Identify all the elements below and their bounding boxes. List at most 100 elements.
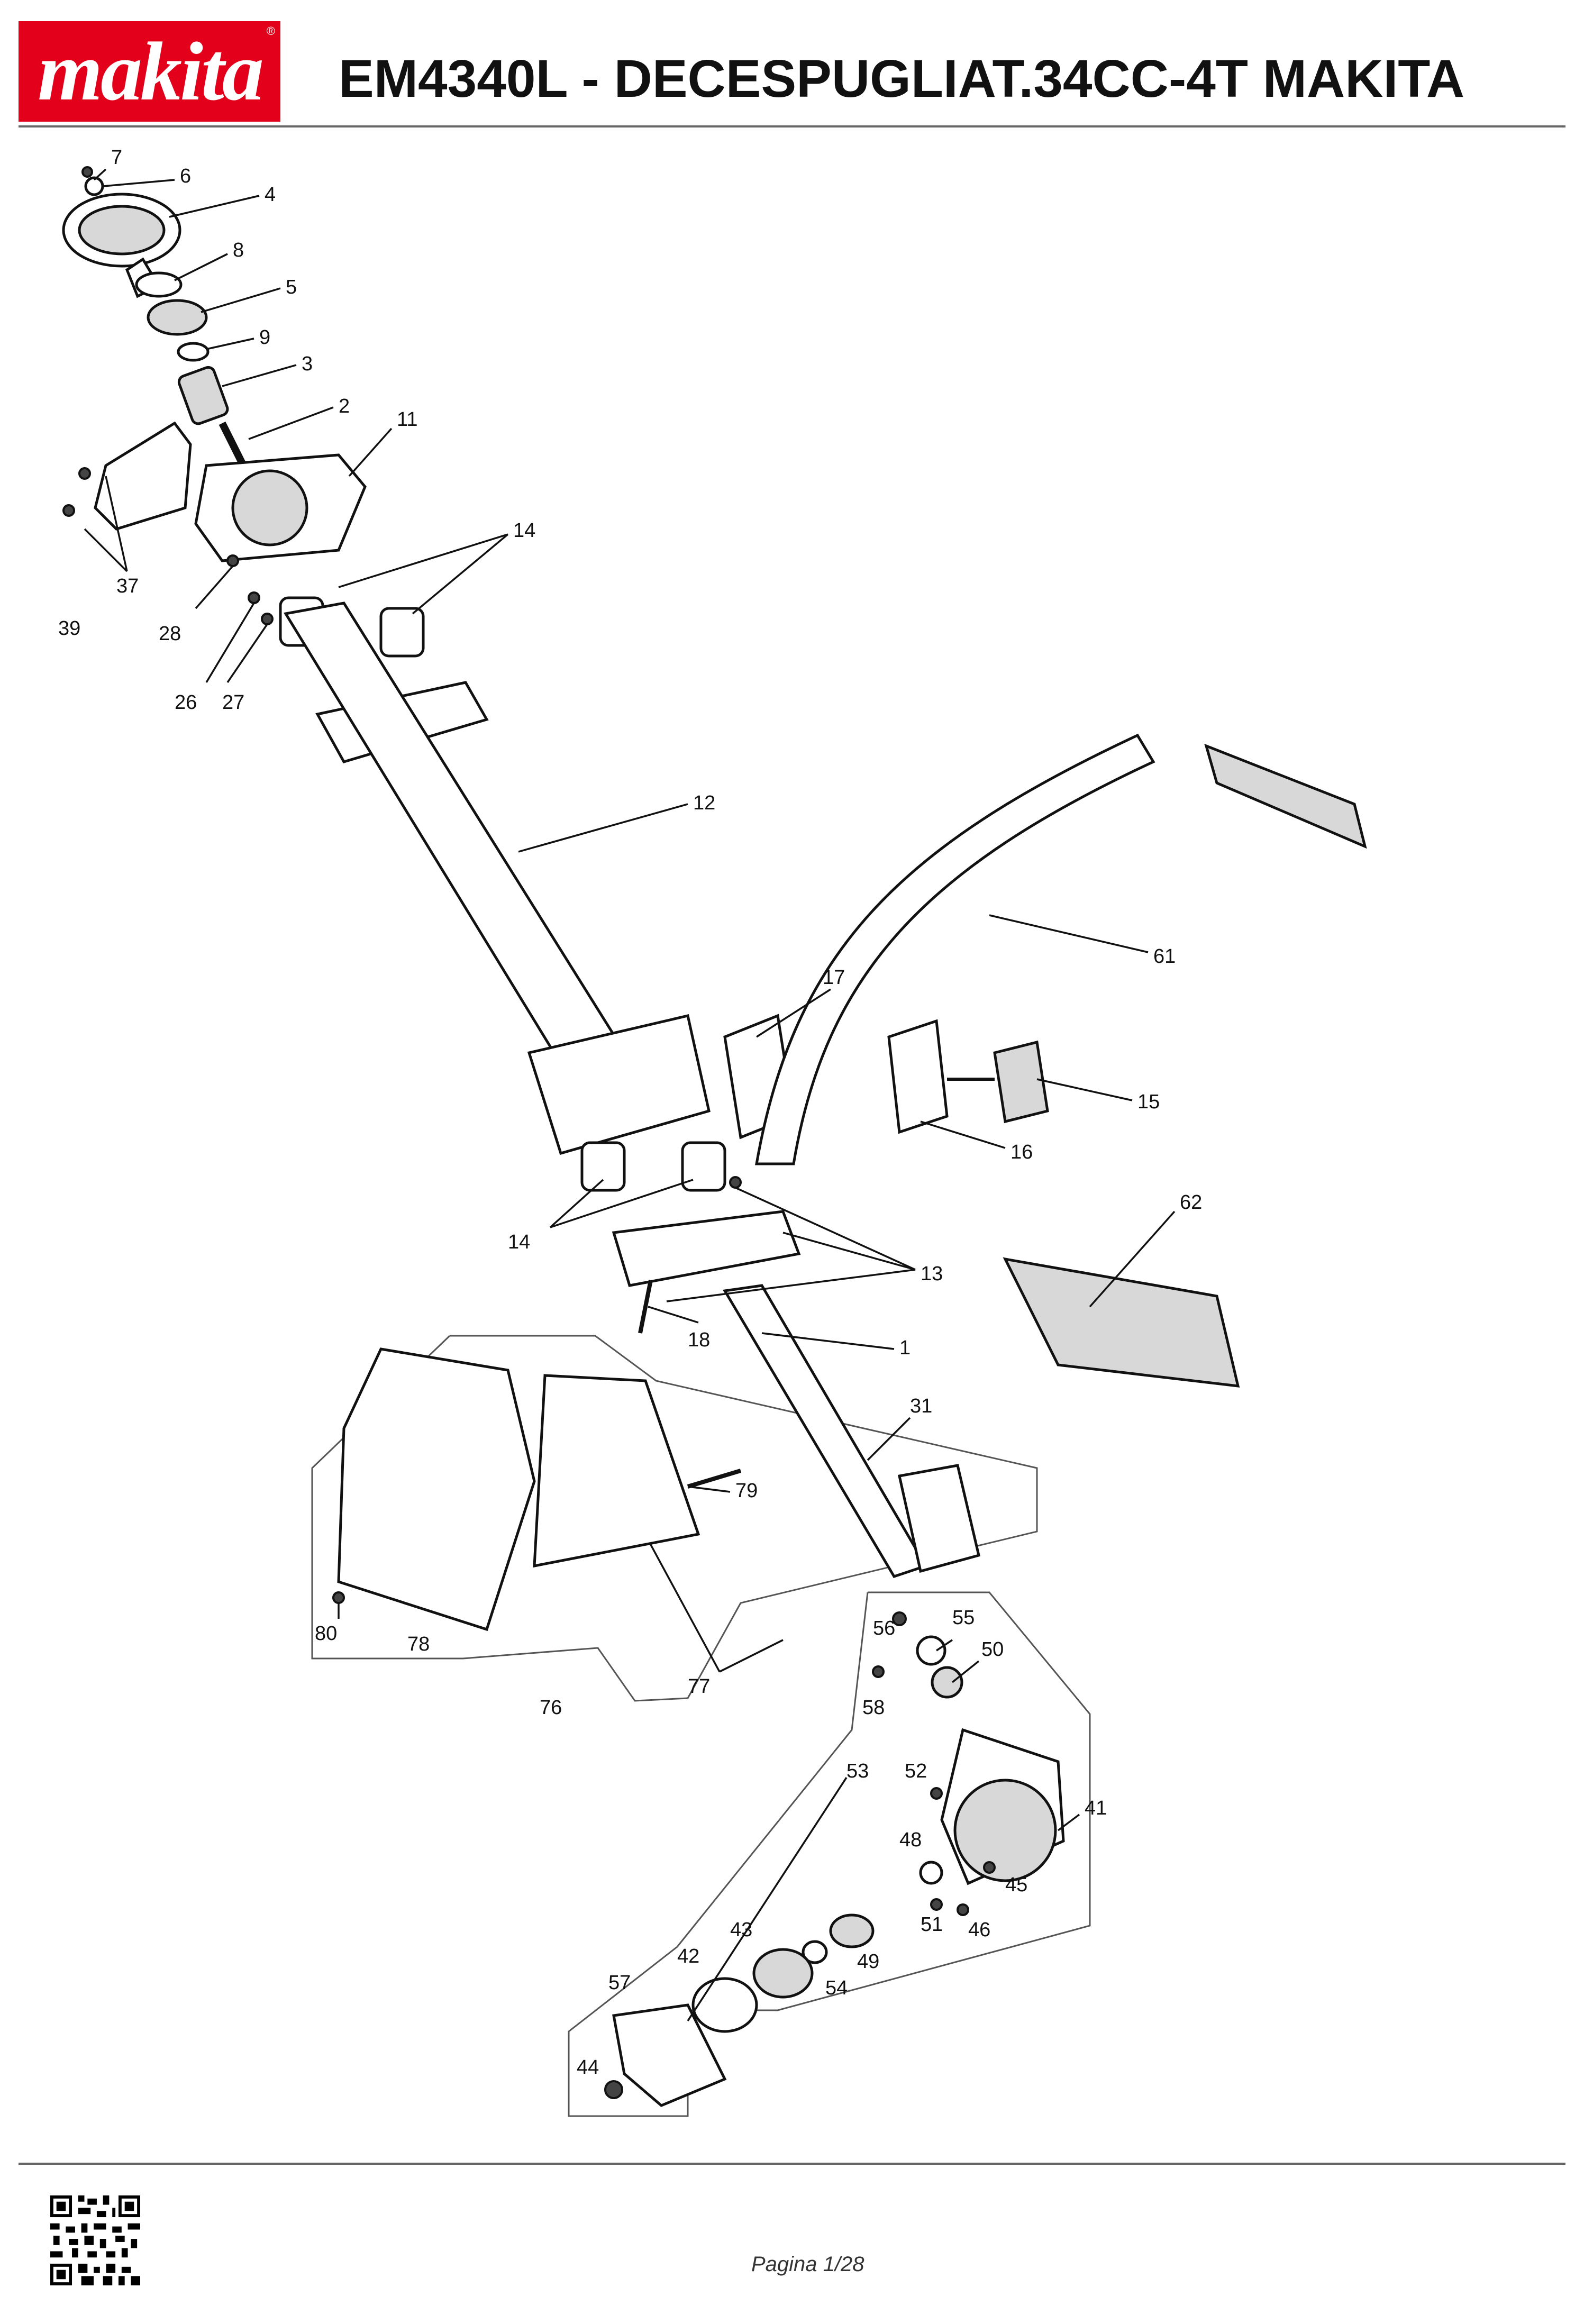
part-27-screw [261, 613, 274, 625]
part-50-bearing [931, 1666, 963, 1699]
group-outline-76-77 [311, 1335, 1038, 1702]
page-title: EM4340L - DECESPUGLIAT.34CC-4T MAKITA [339, 49, 1465, 108]
part-57-cover [612, 2003, 727, 2107]
exploded-parts-diagram: 7 6 4 8 5 9 3 2 11 14 37 39 28 26 27 12 … [58, 147, 1367, 2117]
part-11-hub [231, 469, 308, 546]
callout-55: 55 [952, 1607, 975, 1629]
callout-48: 48 [899, 1829, 922, 1851]
part-15-knob [993, 1040, 1049, 1124]
part-45-screw [983, 1861, 996, 1874]
leader-lines [84, 168, 1176, 2021]
part-49-bearing [829, 1913, 875, 1948]
callout-78: 78 [407, 1633, 430, 1655]
callout-43: 43 [730, 1919, 752, 1941]
part-62-throttle [1003, 1257, 1240, 1388]
qr-code-icon [50, 2195, 140, 2285]
part-13-nut [729, 1176, 742, 1189]
callout-42: 42 [677, 1945, 699, 1967]
makita-logo: makita ® [19, 21, 280, 122]
part-13-base-plate [612, 1210, 801, 1287]
registered-mark: ® [266, 24, 275, 38]
callout-labels: 7 6 4 8 5 9 3 2 11 14 37 39 28 26 27 12 … [58, 147, 1202, 2079]
part-39-screw-b [62, 504, 75, 517]
callout-27: 27 [222, 691, 244, 714]
callout-17: 17 [823, 967, 845, 989]
callout-37: 37 [116, 575, 139, 597]
callout-31: 31 [910, 1395, 932, 1417]
callout-14-top: 14 [513, 520, 535, 542]
part-80-nut [332, 1591, 345, 1604]
callout-77: 77 [688, 1675, 710, 1698]
part-16-clamp [887, 1019, 949, 1134]
part-14-damper-lower-a [580, 1141, 626, 1192]
part-48-washer [919, 1861, 943, 1885]
callout-3: 3 [302, 353, 313, 375]
part-41-flange [953, 1779, 1057, 1882]
callout-15: 15 [1137, 1091, 1160, 1113]
callout-8: 8 [233, 239, 244, 261]
part-78-guard [337, 1347, 536, 1632]
part-18-bolt [638, 1280, 653, 1334]
callout-26: 26 [175, 691, 197, 714]
callout-5: 5 [286, 276, 297, 298]
callout-54: 54 [825, 1977, 848, 1999]
callout-41: 41 [1085, 1797, 1107, 1819]
part-61-handlebar [755, 733, 1155, 1165]
callout-44: 44 [577, 2056, 599, 2079]
logo-wordmark: makita [38, 25, 264, 118]
part-12-bracket [527, 1014, 711, 1155]
callout-7: 7 [111, 147, 122, 169]
part-31-clamp [897, 1464, 980, 1573]
part-46-nut [957, 1903, 969, 1916]
callout-28: 28 [159, 623, 181, 645]
part-42-washer [691, 1977, 758, 2033]
part-43-bearing [752, 1948, 814, 1999]
part-44-nut [604, 2080, 623, 2099]
callout-45: 45 [1005, 1874, 1027, 1896]
callout-61: 61 [1153, 945, 1176, 968]
part-54-clip [802, 1940, 828, 1964]
part-12-shaft-upper [283, 601, 637, 1092]
header-rule [19, 125, 1565, 127]
callout-62: 62 [1180, 1191, 1202, 1214]
part-7-screw [81, 166, 93, 178]
part-52-bolt [930, 1787, 943, 1800]
part-6-washer [84, 176, 104, 196]
callout-18: 18 [688, 1329, 710, 1351]
part-79-screw [687, 1469, 742, 1489]
callout-1: 1 [899, 1337, 911, 1359]
part-14-damper-lower-b [681, 1141, 726, 1192]
part-9-clip [177, 342, 210, 362]
callout-16: 16 [1011, 1141, 1033, 1163]
callout-14-lower: 14 [508, 1231, 530, 1253]
callout-52: 52 [905, 1760, 927, 1782]
part-3-sleeve [177, 366, 229, 425]
callout-46: 46 [968, 1919, 990, 1941]
part-58-screw [872, 1665, 885, 1678]
part-4-cup-inner [78, 205, 166, 256]
callout-76: 76 [540, 1697, 562, 1719]
callout-4: 4 [265, 184, 276, 206]
part-5-bearing [147, 299, 208, 336]
part-39-screw-a [78, 467, 91, 480]
part-8-ring [135, 271, 183, 298]
callout-11: 11 [397, 408, 417, 431]
callout-49: 49 [857, 1951, 879, 1973]
part-56-clip [892, 1611, 907, 1626]
page-number: Pagina 1/28 [751, 2253, 864, 2276]
callout-53: 53 [846, 1760, 869, 1782]
callout-12: 12 [693, 792, 715, 814]
part-61-grip [1204, 743, 1367, 849]
callout-58: 58 [862, 1697, 885, 1719]
part-28-screw [226, 554, 239, 567]
footer-rule [19, 2163, 1565, 2165]
callout-6: 6 [180, 165, 191, 187]
callout-80: 80 [315, 1623, 337, 1645]
callout-39: 39 [58, 617, 80, 640]
part-55-ring [916, 1635, 946, 1666]
part-14-damper-top [379, 607, 425, 658]
callout-9: 9 [259, 326, 270, 349]
part-37-clamp [94, 421, 192, 531]
callout-2: 2 [339, 395, 350, 417]
part-77-guard [533, 1374, 700, 1568]
